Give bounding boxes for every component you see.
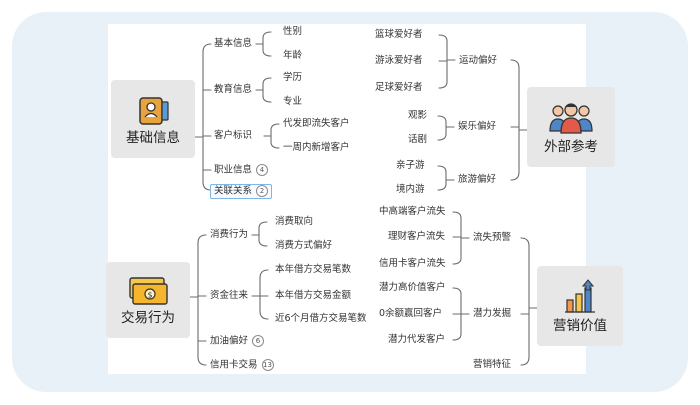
leaf-zero-balance-return[interactable]: 0余额赢回客户 (379, 308, 443, 319)
collapsed-count-badge[interactable]: 13 (261, 359, 274, 371)
branch-fund-flow[interactable]: 资金往来 (210, 290, 249, 301)
leaf-gender[interactable]: 性别 (283, 26, 303, 37)
leaf-six-month-borrow-count[interactable]: 近6个月借方交易笔数 (275, 313, 367, 324)
leaf-high-end-churn[interactable]: 中高端客户流失 (379, 206, 446, 217)
bar-chart-icon (537, 278, 623, 316)
branch-marketing-feature[interactable]: 营销特征 (473, 359, 512, 370)
category-label: 营销价值 (553, 318, 607, 334)
leaf-potential-high-value[interactable]: 潜力高价值客户 (379, 282, 446, 293)
leaf-basketball[interactable]: 篮球爱好者 (375, 29, 423, 40)
branch-education[interactable]: 教育信息 (214, 84, 253, 95)
id-card-icon (111, 92, 195, 130)
branch-travel[interactable]: 旅游偏好 (458, 174, 497, 185)
leaf-education[interactable]: 学历 (283, 72, 303, 83)
people-icon (527, 99, 615, 137)
leaf-domestic-trip[interactable]: 境内游 (396, 184, 425, 195)
category-node-basic-info[interactable]: 基础信息 (111, 80, 195, 158)
leaf-football[interactable]: 足球爱好者 (375, 82, 423, 93)
category-label: 外部参考 (544, 139, 598, 155)
leaf-churn-warning[interactable]: 代发即流失客户 (283, 118, 350, 129)
svg-text:$: $ (147, 291, 152, 300)
leaf-annual-borrow-amount[interactable]: 本年借方交易金额 (275, 290, 352, 301)
branch-label: 信用卡交易 (210, 359, 258, 371)
leaf-movie[interactable]: 观影 (408, 110, 428, 121)
collapsed-count-badge[interactable]: 6 (252, 335, 265, 347)
branch-sports[interactable]: 运动偏好 (459, 55, 498, 66)
branch-consumption[interactable]: 消费行为 (210, 229, 249, 240)
leaf-new-customer[interactable]: 一周内新增客户 (283, 142, 350, 153)
category-label: 交易行为 (121, 310, 175, 326)
branch-churn-alert[interactable]: 流失预警 (473, 232, 512, 243)
leaf-family-trip[interactable]: 亲子游 (396, 160, 425, 171)
leaf-annual-borrow-count[interactable]: 本年借方交易笔数 (275, 264, 352, 275)
collapsed-count-badge[interactable]: 2 (256, 185, 269, 197)
leaf-swimming[interactable]: 游泳爱好者 (375, 55, 423, 66)
branch-basic-info[interactable]: 基本信息 (214, 38, 253, 49)
leaf-potential-payroll[interactable]: 潜力代发客户 (388, 334, 446, 345)
category-label: 基础信息 (126, 130, 180, 146)
leaf-wealth-churn[interactable]: 理财客户流失 (388, 231, 446, 242)
leaf-age[interactable]: 年龄 (283, 50, 303, 61)
collapsed-count-badge[interactable]: 4 (256, 164, 269, 176)
category-node-external-reference[interactable]: 外部参考 (527, 87, 615, 167)
branch-label: 关联关系 (214, 185, 253, 197)
branch-label: 加油偏好 (210, 335, 249, 347)
leaf-consume-orientation[interactable]: 消费取向 (275, 216, 314, 227)
branch-customer-tag[interactable]: 客户标识 (214, 130, 253, 141)
category-node-transaction-behavior[interactable]: $ 交易行为 (106, 262, 190, 338)
category-node-marketing-value[interactable]: 营销价值 (537, 266, 623, 346)
leaf-consume-style[interactable]: 消费方式偏好 (275, 240, 333, 251)
banknote-icon: $ (106, 274, 190, 312)
branch-label: 职业信息 (214, 164, 253, 176)
leaf-drama[interactable]: 话剧 (408, 134, 428, 145)
branch-entertainment[interactable]: 娱乐偏好 (458, 121, 497, 132)
branch-potential-mining[interactable]: 潜力发掘 (473, 308, 512, 319)
leaf-major[interactable]: 专业 (283, 96, 303, 107)
leaf-card-churn[interactable]: 信用卡客户流失 (379, 258, 446, 269)
